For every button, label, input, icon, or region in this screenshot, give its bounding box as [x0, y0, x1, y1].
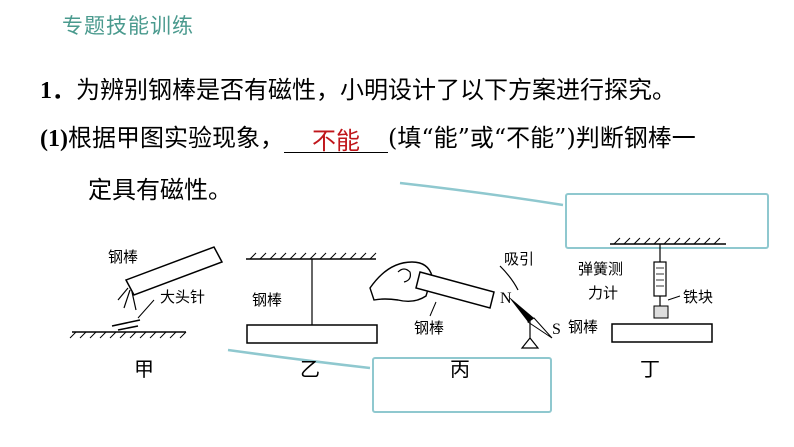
- jia-label-pins: 大头针: [160, 288, 205, 306]
- ding-label-meter-1: 弹簧测: [578, 260, 623, 278]
- ding-label-meter-2: 力计: [588, 284, 618, 302]
- question-1-line: 1．为辨别钢棒是否有磁性，小明设计了以下方案进行探究。: [40, 70, 676, 105]
- highlight-box-top: [565, 193, 769, 249]
- jia-pins-pointer: [137, 299, 155, 319]
- part-1-text-a: 根据甲图实验现象，: [67, 124, 284, 152]
- part-number: (1): [40, 126, 68, 152]
- ding-iron-block: [653, 305, 669, 319]
- figure-ding: 弹簧测 力计 铁块 钢棒 丁: [568, 237, 726, 381]
- bing-label-attract: 吸引: [504, 250, 534, 268]
- bing-caption: 丙: [450, 357, 470, 381]
- ding-spring-scale: [653, 261, 667, 297]
- jia-pin-floor: [111, 319, 141, 327]
- jia-caption: 甲: [134, 357, 154, 381]
- figure-yi: 钢棒 乙: [246, 252, 378, 381]
- bing-hand: [369, 261, 433, 303]
- bing-needle-n: [508, 296, 534, 322]
- jia-pin: [131, 291, 137, 311]
- page-header-title: 专题技能训练: [62, 14, 194, 38]
- jia-label-bar: 钢棒: [108, 248, 138, 266]
- question-number: 1．: [40, 78, 76, 104]
- ding-steel-bar: [611, 323, 713, 343]
- bing-needle-s: [527, 317, 553, 339]
- jia-steel-bar: [124, 246, 224, 296]
- highlight-stroke-bottom: [227, 348, 371, 370]
- yi-ceiling-hatch: [249, 252, 377, 260]
- question-1-part-1-line: (1)根据甲图实验现象， 不能 (填“能”或“不能”)判断钢棒一: [40, 118, 696, 155]
- ding-caption: 丁: [640, 357, 660, 381]
- bing-label-bar: 钢棒: [414, 319, 444, 337]
- bing-needle-stand: [520, 337, 540, 349]
- jia-pin: [117, 287, 129, 301]
- question-1-part-1-continuation: 定具有磁性。: [88, 176, 232, 204]
- bing-label-s: S: [552, 321, 561, 338]
- ding-ceiling-hatch: [613, 237, 721, 245]
- jia-pin-floor: [117, 325, 139, 331]
- part-1-text-b: (填“能”或“不能”)判断钢棒一: [387, 124, 696, 152]
- ding-label-iron: 铁块: [683, 288, 713, 306]
- question-1-text: 为辨别钢棒是否有磁性，小明设计了以下方案进行探究。: [76, 76, 676, 104]
- highlight-stroke-top: [399, 181, 564, 207]
- figure-jia: 钢棒 大头针 甲: [69, 246, 224, 381]
- yi-steel-bar: [246, 324, 378, 344]
- answer-blank[interactable]: 不能: [283, 125, 388, 155]
- ding-label-bar: 钢棒: [568, 318, 598, 336]
- figure-bing: 吸引 N S 钢棒 丙: [369, 250, 561, 381]
- bing-steel-bar: [415, 271, 495, 309]
- bing-attract-arrow: [499, 265, 519, 291]
- jia-ground-hatch: [69, 331, 187, 339]
- jia-pin: [123, 289, 131, 309]
- yi-label-bar: 钢棒: [252, 291, 282, 309]
- bing-label-n: N: [500, 290, 512, 307]
- highlight-box-bottom: [372, 357, 552, 413]
- answer-text: 不能: [311, 127, 360, 155]
- yi-caption: 乙: [300, 357, 320, 381]
